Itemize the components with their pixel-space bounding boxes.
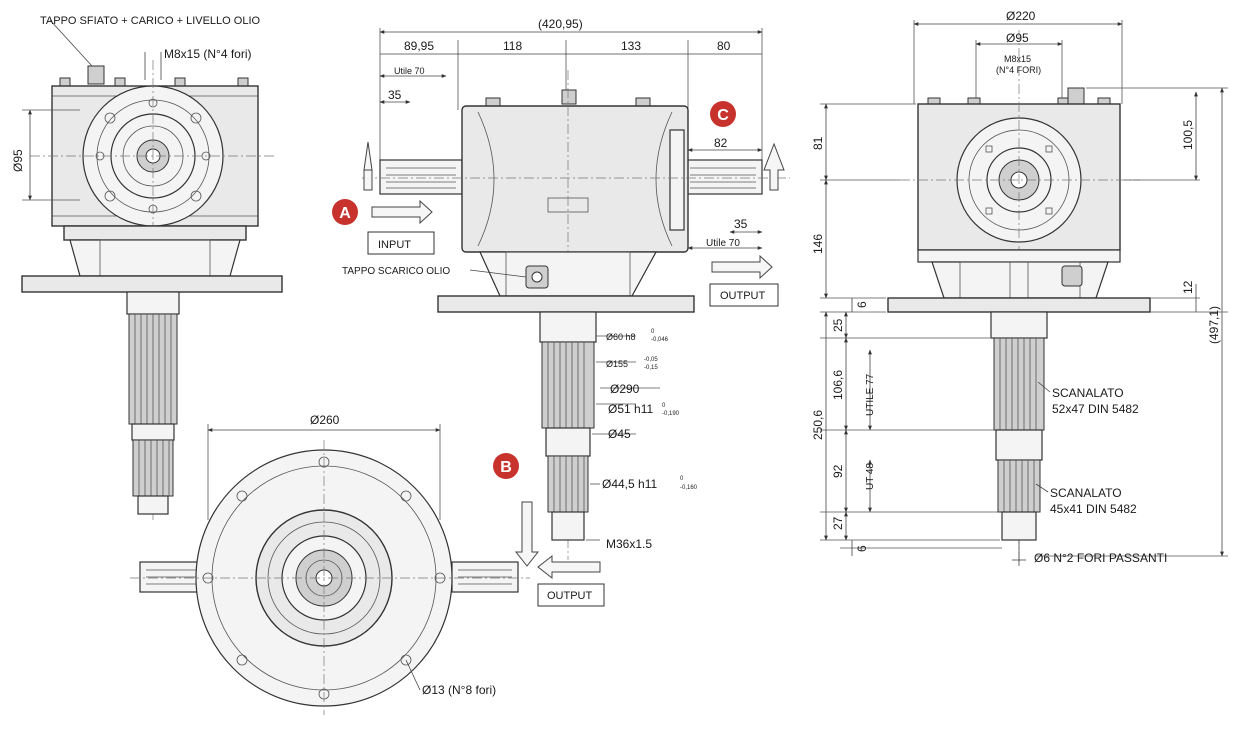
base-flange-side bbox=[21, 275, 283, 293]
d445-tol-dn: -0,160 bbox=[680, 485, 698, 491]
d220-label: Ø220 bbox=[1006, 9, 1036, 23]
v1005-label: 100,5 bbox=[1181, 120, 1195, 150]
utile77-label: UTILE 77 bbox=[865, 373, 876, 416]
drain-plug-label: TAPPO SCARICO OLIO bbox=[342, 266, 450, 277]
v1066-label: 106,6 bbox=[831, 370, 845, 400]
ut48-label: UT 48 bbox=[865, 463, 876, 490]
d82-label: 82 bbox=[714, 136, 728, 150]
scanalato2-title: SCANALATO bbox=[1050, 486, 1122, 500]
width-80-label: 80 bbox=[717, 39, 731, 53]
arrow-up-output-c-icon bbox=[763, 142, 785, 191]
drain-plug-right-icon bbox=[1061, 265, 1083, 287]
spline-shaft-right-upper bbox=[993, 337, 1045, 431]
d60-label: Ø60 h8 bbox=[606, 332, 636, 342]
marker-c-letter: C bbox=[717, 107, 729, 124]
width-8995-label: 89,95 bbox=[404, 39, 434, 53]
left-side-view: TAPPO SFIATO + CARICO + LIVELLO OLIO M8x… bbox=[11, 15, 283, 520]
spline-shaft-b-lower bbox=[547, 455, 589, 513]
d260-label: Ø260 bbox=[310, 413, 340, 427]
right-side-view: Ø220 Ø95 M8x15 (N°4 FORI) bbox=[811, 9, 1228, 566]
output-c-label: OUTPUT bbox=[720, 290, 766, 302]
marker-c: C bbox=[710, 101, 736, 127]
d45-label: Ø45 bbox=[608, 427, 631, 441]
output-shaft-c bbox=[683, 159, 763, 195]
marker-a-letter: A bbox=[339, 205, 351, 222]
v2506-label: 250,6 bbox=[811, 410, 825, 440]
d35-right-label: 35 bbox=[734, 217, 748, 231]
bottom-plan-view: Ø260 Ø13 (N°8 fori) bbox=[130, 413, 530, 715]
d155-label: Ø155 bbox=[606, 359, 628, 369]
center-front-view: (420,95) 89,95 118 133 80 Utile 70 35 bbox=[332, 17, 790, 607]
d51-tol-dn: -0,190 bbox=[662, 411, 680, 417]
breather-plug-icon bbox=[87, 65, 105, 85]
d290-label: Ø290 bbox=[610, 382, 640, 396]
d95-right-label: Ø95 bbox=[1006, 31, 1029, 45]
v81-label: 81 bbox=[811, 136, 825, 150]
v4971-label: (497,1) bbox=[1207, 306, 1221, 344]
m8x15-left-label: M8x15 (N°4 fori) bbox=[164, 47, 252, 61]
m36-label: M36x1.5 bbox=[606, 537, 652, 551]
v6-top-label: 6 bbox=[855, 301, 869, 308]
marker-b-letter: B bbox=[500, 459, 512, 476]
output-b-label-box bbox=[537, 583, 605, 607]
v27-label: 27 bbox=[831, 516, 845, 530]
gearbox-housing-front bbox=[461, 105, 689, 253]
total-width-label: (420,95) bbox=[538, 17, 583, 31]
d155-tol-up: -0,05 bbox=[644, 357, 658, 363]
d35-top-label: 35 bbox=[388, 88, 402, 102]
n4fori-right-label: (N°4 FORI) bbox=[996, 65, 1041, 75]
v146-label: 146 bbox=[811, 234, 825, 254]
d155-tol-dn: -0,15 bbox=[644, 365, 658, 371]
arrow-right-output-c-icon bbox=[711, 254, 773, 280]
scanalato1-spec: 52x47 DIN 5482 bbox=[1052, 402, 1139, 416]
d51-label: Ø51 h11 bbox=[608, 402, 653, 416]
spline-shaft-b-upper bbox=[541, 341, 595, 429]
m8x15-right-label: M8x15 bbox=[1004, 54, 1031, 64]
d60-tol-up: 0 bbox=[651, 329, 655, 335]
input-label: INPUT bbox=[378, 239, 411, 251]
utile70-right-label: Utile 70 bbox=[706, 238, 740, 249]
input-shaft bbox=[379, 159, 463, 195]
d445-tol-up: 0 bbox=[680, 476, 684, 482]
marker-a: A bbox=[332, 199, 358, 225]
base-flange-front bbox=[437, 295, 695, 313]
v12-label: 12 bbox=[1181, 280, 1195, 294]
breather-plug-right-icon bbox=[1067, 87, 1085, 105]
scanalato1-title: SCANALATO bbox=[1052, 386, 1124, 400]
fori-passanti-label: Ø6 N°2 FORI PASSANTI bbox=[1034, 551, 1167, 565]
d95-left-label: Ø95 bbox=[11, 149, 25, 172]
spline-shaft-lower bbox=[132, 439, 174, 497]
v6-bot-label: 6 bbox=[855, 545, 869, 552]
utile70-top-label: Utile 70 bbox=[394, 66, 425, 76]
scanalato2-spec: 45x41 DIN 5482 bbox=[1050, 502, 1137, 516]
breather-plug-label: TAPPO SFIATO + CARICO + LIVELLO OLIO bbox=[40, 15, 261, 27]
arrow-down-output-b-icon bbox=[514, 501, 540, 567]
arrow-left-output-b-icon bbox=[537, 554, 601, 580]
output-b-label: OUTPUT bbox=[547, 590, 593, 602]
width-133-label: 133 bbox=[621, 39, 641, 53]
arrow-right-input-icon bbox=[371, 199, 433, 225]
d51-tol-up: 0 bbox=[662, 403, 666, 409]
v25-label: 25 bbox=[831, 318, 845, 332]
width-118-label: 118 bbox=[503, 39, 522, 53]
input-label-box bbox=[367, 231, 435, 255]
d445-label: Ø44,5 h11 bbox=[602, 477, 657, 491]
d60-tol-dn: -0,046 bbox=[651, 337, 669, 343]
arrow-up-input-icon bbox=[363, 141, 373, 171]
marker-b: B bbox=[493, 453, 519, 479]
output-c-label-box bbox=[709, 283, 779, 307]
d13-label: Ø13 (N°8 fori) bbox=[422, 683, 496, 697]
v92-label: 92 bbox=[831, 464, 845, 478]
base-flange-right bbox=[887, 297, 1151, 313]
